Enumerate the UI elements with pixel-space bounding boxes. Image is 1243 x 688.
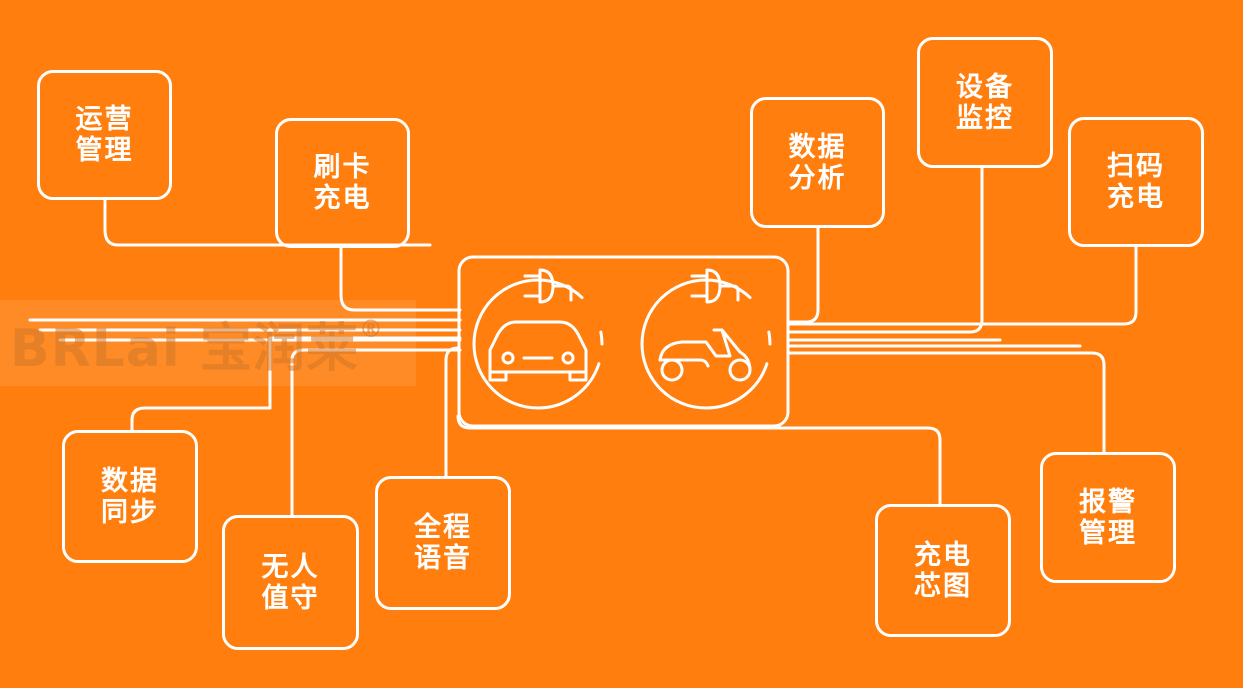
line-left-bus — [28, 318, 462, 342]
registered-mark: ® — [358, 315, 384, 343]
scooter-plug-icon — [640, 268, 772, 410]
line-data-sync — [130, 336, 462, 432]
line-charging-chip — [456, 414, 942, 506]
feature-charging-chip: 充电 芯图 — [875, 504, 1011, 637]
charger-hub — [457, 255, 790, 428]
feature-card-charging: 刷卡 充电 — [275, 118, 410, 248]
feature-qr-charging: 扫码 充电 — [1068, 117, 1204, 247]
brand-watermark: BRLai 宝润莱 ® — [0, 300, 416, 386]
feature-device-monitoring: 设备 监控 — [917, 37, 1053, 168]
feature-unattended: 无人 值守 — [222, 515, 359, 650]
line-unattended — [290, 348, 462, 517]
line-operation-management — [103, 198, 432, 247]
line-qr-charging — [786, 245, 1138, 326]
line-voice-guidance — [444, 346, 460, 478]
feature-data-analysis: 数据 分析 — [750, 97, 885, 228]
feature-operation-management: 运营 管理 — [37, 70, 172, 200]
feature-voice-guidance: 全程 语音 — [375, 476, 511, 610]
line-device-monitoring — [786, 166, 984, 334]
line-card-charging — [339, 246, 462, 312]
feature-alarm-management: 报警 管理 — [1040, 452, 1176, 583]
line-right-bus — [786, 338, 1082, 348]
car-plug-icon — [472, 268, 604, 410]
line-alarm-management — [786, 351, 1106, 454]
feature-data-sync: 数据 同步 — [62, 430, 198, 563]
watermark-text: BRLai 宝润莱 — [10, 318, 359, 379]
line-data-analysis — [786, 226, 820, 324]
